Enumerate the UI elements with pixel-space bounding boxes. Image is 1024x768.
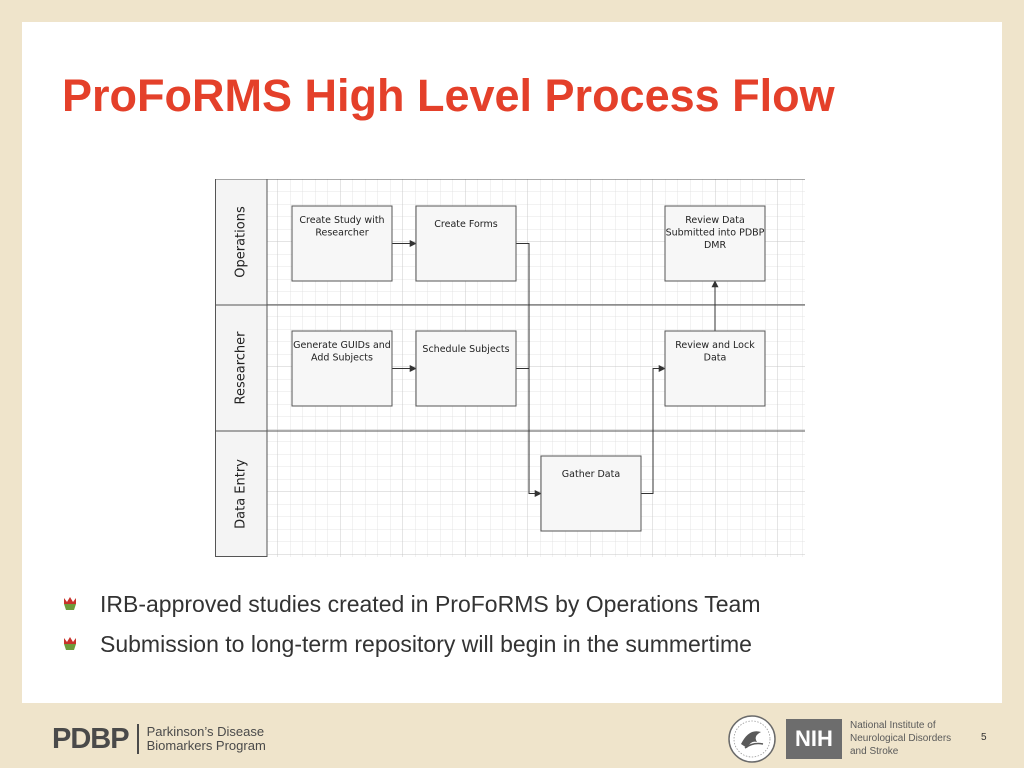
tulip-bullet-icon: [64, 637, 76, 650]
process-box-create-forms: Create Forms: [415, 205, 517, 282]
slide-title: ProFoRMS High Level Process Flow: [62, 70, 835, 121]
process-box-shape: [415, 205, 517, 282]
process-box-gather-data: Gather Data: [540, 455, 642, 532]
ninds-name: National Institute of Neurological Disor…: [850, 719, 951, 758]
process-box-schedule-subjects: Schedule Subjects: [415, 330, 517, 407]
process-box-label: Review and Lock: [675, 340, 755, 351]
process-box-shape: [291, 330, 393, 407]
process-box-label: Review Data: [685, 215, 745, 226]
pdbp-logo-block: PDBP Parkinson’s Disease Biomarkers Prog…: [52, 722, 266, 756]
process-box-shape: [664, 205, 766, 282]
pdbp-logo: PDBP: [52, 724, 139, 754]
process-box-label: Create Forms: [434, 219, 498, 230]
connector-gather-data-to-review-lock: [641, 365, 666, 494]
ninds-name-line: National Institute of: [850, 720, 936, 731]
process-box-label: Data: [704, 353, 727, 364]
process-box-label: Create Study with: [299, 215, 384, 226]
process-box-label: Add Subjects: [311, 353, 373, 364]
bullet-text: IRB-approved studies created in ProFoRMS…: [100, 591, 761, 617]
process-box-shape: [291, 205, 393, 282]
lane-header-column: [215, 179, 267, 557]
bullet-text: Submission to long-term repository will …: [100, 631, 752, 657]
lane-label-data-entry: Data Entry: [234, 459, 249, 529]
process-box-label: Generate GUIDs and: [293, 340, 391, 351]
process-box-label: Submitted into PDBP: [666, 228, 765, 239]
pdbp-subtitle-line: Parkinson’s Disease: [146, 724, 265, 739]
lane-label-operations: Operations: [234, 206, 249, 278]
nih-logo: NIH: [786, 719, 842, 759]
slide: ProFoRMS High Level Process Flow Operati…: [22, 22, 1002, 703]
process-box-shape: [664, 330, 766, 407]
process-box-label: Schedule Subjects: [422, 344, 509, 355]
ninds-name-line: Neurological Disorders: [850, 733, 952, 744]
pdbp-subtitle-line: Biomarkers Program: [146, 738, 266, 753]
bullet-list: IRB-approved studies created in ProFoRMS…: [62, 584, 761, 664]
bullet-item: Submission to long-term repository will …: [62, 624, 761, 664]
tulip-bullet-icon: [64, 597, 76, 610]
page-number: 5: [981, 732, 987, 743]
process-box-shape: [540, 455, 642, 532]
process-box-shape: [415, 330, 517, 407]
ninds-name-line: and Stroke: [850, 746, 899, 757]
lane-label-researcher: Researcher: [234, 331, 249, 405]
pdbp-subtitle: Parkinson’s Disease Biomarkers Program: [147, 725, 266, 753]
hhs-seal-icon: [728, 715, 776, 763]
process-box-label: Gather Data: [562, 469, 620, 480]
process-box-label: Researcher: [315, 228, 368, 239]
bullet-item: IRB-approved studies created in ProFoRMS…: [62, 584, 761, 624]
process-box-label: DMR: [704, 240, 727, 251]
